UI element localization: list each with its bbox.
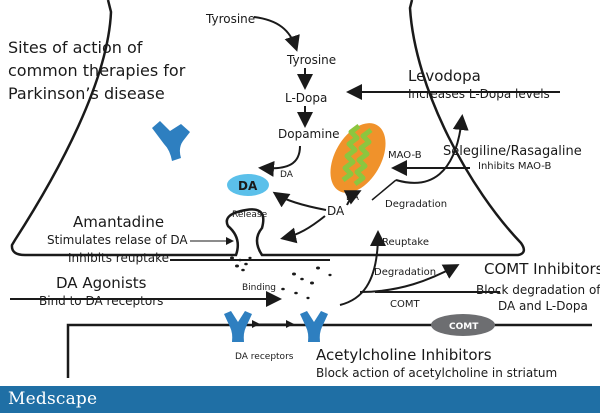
comt-enzyme <box>431 314 495 336</box>
amantadine-action-2: Inhibits reuptake <box>68 251 169 265</box>
mao-b-enzyme <box>341 124 373 186</box>
degradation-lower-arrow <box>359 264 460 293</box>
levodopa-name: Levodopa <box>408 67 481 85</box>
release-label: Release <box>232 210 268 220</box>
comt-enzyme-label: COMT <box>449 322 479 332</box>
da-vesicle-label: DA <box>238 179 258 193</box>
selegiline-name: Selegiline/Rasagaline <box>443 144 582 159</box>
acetylcholine-action: Block action of acetylcholine in striatu… <box>316 366 557 380</box>
da-receptors-label: DA receptors <box>235 352 294 362</box>
title-line-2: common therapies for <box>8 61 186 80</box>
degradation-upper-label: Degradation <box>385 199 447 210</box>
da-agonists-name: DA Agonists <box>56 274 147 292</box>
membrane-receptor-icon <box>152 121 190 161</box>
acetylcholine-name: Acetylcholine Inhibitors <box>316 346 492 364</box>
reuptake-arrow <box>339 230 386 306</box>
neuron-outline <box>10 0 526 257</box>
dopamine-label: Dopamine <box>278 127 340 141</box>
postsynaptic-membrane <box>66 323 592 378</box>
tyrosine-uptake-arrow <box>253 16 300 52</box>
degradation-lower-label: Degradation <box>374 267 436 278</box>
comt-inhibitors-action-1: Block degradation of <box>476 283 600 297</box>
amantadine-action-1: Stimulates relase of DA <box>47 233 188 247</box>
tyrosine-outside-label: Tyrosine <box>205 12 255 26</box>
da-agonists-action: Bind to DA receptors <box>39 294 163 308</box>
da-vesicle <box>227 174 269 196</box>
comt-inhibitors-action-2: DA and L-Dopa <box>498 299 588 313</box>
da-release-center-label: DA <box>327 204 345 218</box>
degradation-line <box>371 179 397 201</box>
title-line-3: Parkinson’s disease <box>8 84 165 103</box>
levodopa-action: Increases L-Dopa levels <box>408 87 550 101</box>
da-arrow-label: DA <box>280 170 294 180</box>
comt-label: COMT <box>390 299 420 310</box>
da-receptor-left-icon <box>224 311 252 342</box>
da-release-arrow <box>280 215 326 244</box>
da-to-vesicle-arrow <box>272 191 327 211</box>
mao-b-label: MAO-B <box>388 150 422 161</box>
binding-label: Binding <box>242 283 276 293</box>
footer-bar: Medscape <box>0 386 600 413</box>
degradation-to-levodopa-arrow <box>395 114 469 184</box>
reuptake-label: Reuptake <box>382 237 429 248</box>
da-receptor-right-icon <box>300 311 328 342</box>
selegiline-action: Inhibits MAO-B <box>478 161 552 172</box>
da-to-mitochondria-arrow <box>343 190 362 206</box>
parkinsons-diagram: Sites of action of common therapies for … <box>8 0 600 380</box>
dopamine-molecules <box>230 256 332 300</box>
tyrosine-label: Tyrosine <box>286 53 336 67</box>
dopamine-to-vesicle-arrow <box>258 145 301 177</box>
medscape-logo: Medscape <box>8 389 98 409</box>
amantadine-name: Amantadine <box>73 213 164 231</box>
comt-inhibitors-name: COMT Inhibitors <box>484 260 600 278</box>
ldopa-label: L-Dopa <box>285 91 327 105</box>
title-line-1: Sites of action of <box>8 38 143 57</box>
